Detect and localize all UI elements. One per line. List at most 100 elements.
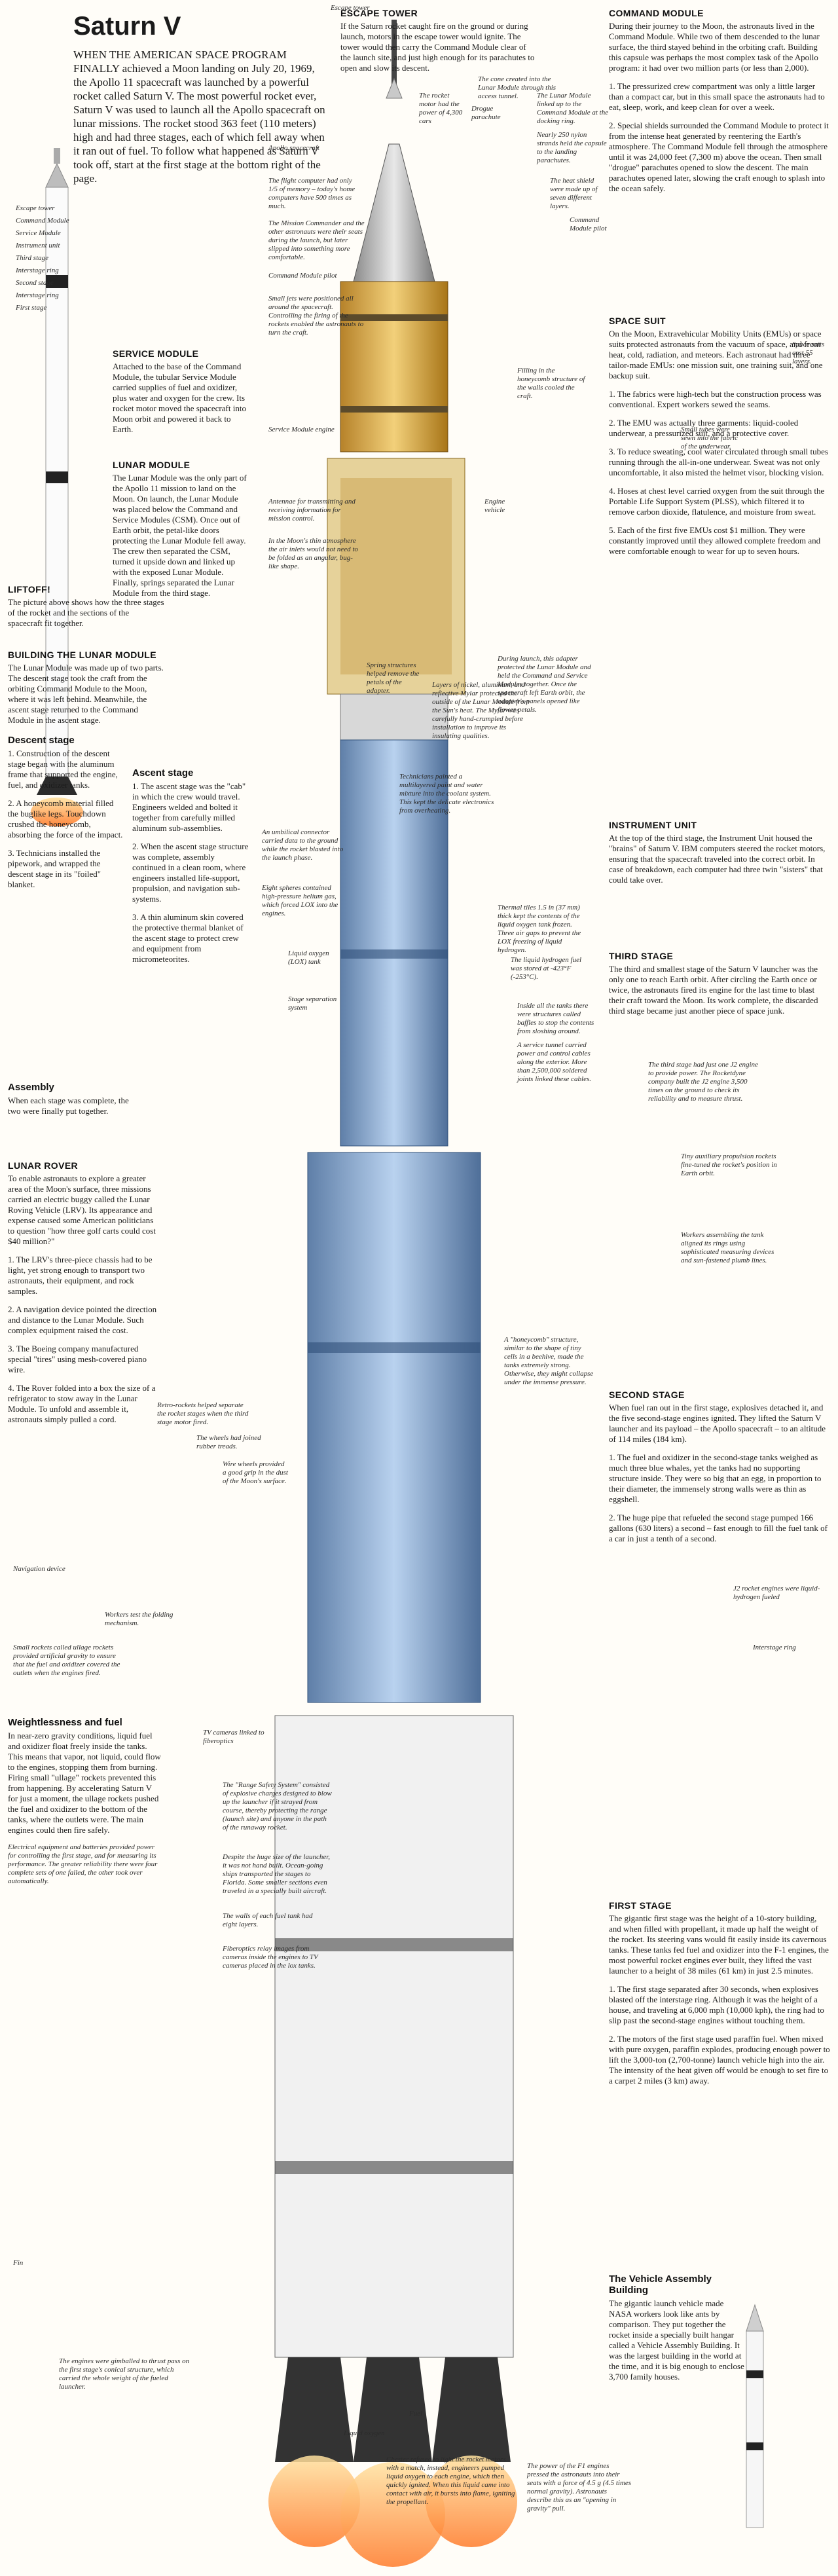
retro-rockets-label: Retro-rockets helped separate the rocket…: [157, 1401, 249, 1426]
flight-computer-label: The flight computer had only 1/5 of memo…: [268, 177, 355, 210]
descent-item-2: 2. A honeycomb material filled the bugli…: [8, 798, 123, 839]
space-suit-item-3: 3. To reduce sweating, cool water circul…: [609, 447, 828, 477]
callout-wheels: The wheels had joined rubber treads.: [196, 1434, 262, 1451]
cm-pilot-label: Command Module pilot: [268, 272, 337, 280]
left-diagram-labels: Escape tower Command Module Service Modu…: [16, 204, 107, 316]
sm-engine-label: Service Module engine: [268, 426, 335, 433]
callout-during-launch: During launch, this adapter protected th…: [498, 655, 596, 714]
callout-fiberoptics: Fiberoptics relay images from cameras in…: [223, 1945, 334, 1970]
building-lm-text: The Lunar Module was made up of two part…: [8, 663, 164, 725]
honeycomb-second-label: A "honeycomb" structure, similar to the …: [504, 1336, 594, 1386]
descent-stage-title: Descent stage: [8, 735, 75, 746]
left-column: Saturn V WHEN THE AMERICAN SPACE PROGRAM…: [8, 8, 325, 1885]
space-suit-section: SPACE SUIT On the Moon, Extravehicular M…: [609, 316, 830, 564]
callout-liquid-hydrogen: The liquid hydrogen fuel was stored at -…: [511, 956, 589, 982]
descent-item-1: 1. Construction of the descent stage beg…: [8, 748, 118, 790]
callout-engine-vehicle: Engine vehicle: [484, 498, 524, 515]
callout-service-tunnel: A service tunnel carried power and contr…: [517, 1041, 596, 1084]
lunar-rover-title: LUNAR ROVER: [8, 1160, 79, 1171]
space-suit-title: SPACE SUIT: [609, 316, 666, 326]
liftoff-title: LIFTOFF!: [8, 584, 51, 595]
callout-escape-tower-small: Escape tower: [331, 4, 383, 12]
callout-cm-pilot-right: Command Module pilot: [570, 216, 609, 233]
rocket-motor-power-label: The rocket motor had the power of 4,300 …: [419, 92, 463, 125]
weightlessness-title: Weightlessness and fuel: [8, 1717, 122, 1728]
engines-gimballed-label: The engines were gimballed to thrust pas…: [59, 2357, 190, 2391]
callout-interstage-ring-right: Interstage ring: [753, 1644, 825, 1652]
callout-drogue: Drogue parachute: [471, 105, 524, 122]
space-suit-item-4: 4. Hoses at chest level carried oxygen f…: [609, 486, 825, 517]
layers-foil-label: Layers of nickel, aluminum, and reflecti…: [432, 681, 530, 740]
small-rockets-label: Small rockets called ullage rockets prov…: [13, 1644, 120, 1677]
mission-commander-label: The Mission Commander and the other astr…: [268, 219, 365, 261]
label-interstage-ring-2: Interstage ring: [16, 291, 59, 299]
callout-third-stage-engine: The third stage had just one J2 engine t…: [648, 1061, 759, 1103]
small-jets-label: Small jets were positioned all around th…: [268, 295, 364, 337]
lm-docking-label: The Lunar Module linked up to the Comman…: [537, 92, 609, 125]
lunar-module-title: LUNAR MODULE: [113, 460, 191, 470]
callout-liquid-oxygen: Liquid oxygen (LOX) tank: [288, 949, 340, 966]
workers-folding-label: Workers test the folding mechanism.: [105, 1611, 173, 1627]
callout-nav-system: Navigation device: [13, 1565, 105, 1573]
first-stage-title: FIRST STAGE: [609, 1900, 672, 1911]
assembly-section: Assembly When each stage was complete, t…: [8, 1082, 139, 1124]
liftoff-section: LIFTOFF! The picture above shows how the…: [8, 584, 165, 636]
antennae-label: Antennae for transmitting and receiving …: [268, 498, 355, 523]
callout-power-f1: The power of the F1 engines pressed the …: [527, 2462, 632, 2513]
command-module-item-2: 2. Special shields surrounded the Comman…: [609, 120, 829, 193]
lunar-module-section: LUNAR MODULE The Lunar Module was the on…: [113, 460, 250, 606]
f1-engines: [268, 2357, 517, 2567]
liquid-hydrogen-label: The liquid hydrogen fuel was stored at -…: [511, 956, 582, 981]
callout-thermal-tiles: Thermal tiles 1.5 in (37 mm) thick kept …: [498, 904, 589, 955]
callout-antennae: Antennae for transmitting and receiving …: [268, 498, 360, 523]
callout-despite-size: Despite the huge size of the launcher, i…: [223, 1853, 334, 1896]
callout-workers-assembling: Workers assembling the tank aligned its …: [681, 1231, 779, 1265]
callout-small-jets: Small jets were positioned all around th…: [268, 295, 367, 337]
callout-layers-foil: Layers of nickel, aluminum, and reflecti…: [432, 681, 530, 741]
callout-cone-inside: The cone created into the Lunar Module t…: [478, 75, 563, 101]
small-tubes-label: Small tubes were sewn into the fabric of…: [681, 426, 738, 451]
ascent-item-2: 2. When the ascent stage structure was c…: [132, 841, 249, 904]
callout-liquid-oxygen-bottom: Liquid oxygen: [344, 2429, 396, 2438]
baffles-label: Inside all the tanks there were structur…: [517, 1002, 594, 1035]
auxiliary-propulsion-label: Tiny auxiliary propulsion rockets fine-t…: [681, 1152, 777, 1177]
command-module-title: COMMAND MODULE: [609, 8, 704, 18]
space-suit-item-1: 1. The fabrics were high-tech but the co…: [609, 389, 822, 409]
fiberoptics-label: Fiberoptics relay images from cameras in…: [223, 1945, 318, 1970]
apollo-spacecraft-label: Apollo spacecraft: [268, 144, 319, 152]
lunar-rover-item-2: 2. A navigation device pointed the direc…: [8, 1304, 157, 1335]
callout-chester: Chester refused to light the rocket moto…: [386, 2456, 517, 2507]
walls-each-label: The walls of each fuel tank had eight la…: [223, 1912, 313, 1928]
honeycomb-structure-label: Filling in the honeycomb structure of th…: [517, 367, 585, 400]
callout-fuel: Fuel: [409, 2410, 448, 2418]
thermal-tiles-label: Thermal tiles 1.5 in (37 mm) thick kept …: [498, 904, 581, 954]
range-safety-label: The "Range Safety System" consisted of e…: [223, 1781, 332, 1831]
lunar-rover-section: LUNAR ROVER To enable astronauts to expl…: [8, 1160, 158, 1433]
callout-honeycomb-structure: Filling in the honeycomb structure of th…: [517, 367, 589, 401]
chester-label: Chester refused to light the rocket moto…: [386, 2456, 515, 2506]
drogue-label: Drogue parachute: [471, 105, 501, 121]
assembly-text: When each stage was complete, the two we…: [8, 1095, 129, 1116]
j2-engines-label: J2 rocket engines were liquid-hydrogen f…: [733, 1585, 820, 1601]
label-command-module: Command Module: [16, 217, 69, 225]
second-stage-item-1: 1. The fuel and oxidizer in the second-s…: [609, 1452, 822, 1504]
first-stage-item-2: 2. The motors of the first stage used pa…: [609, 2034, 830, 2086]
command-module-section: COMMAND MODULE During their journey to t…: [609, 8, 830, 202]
callout-fin: Fin: [13, 2259, 52, 2268]
first-stage-text: The gigantic first stage was the height …: [609, 1913, 829, 1976]
despite-size-label: Despite the huge size of the launcher, i…: [223, 1853, 331, 1895]
instrument-unit-text: At the top of the third stage, the Instr…: [609, 833, 826, 885]
moons-atmosphere-label: In the Moon's thin atmosphere the air in…: [268, 537, 358, 570]
callout-small-tubes: Small tubes were sewn into the fabric of…: [681, 426, 740, 451]
callout-range-safety: The "Range Safety System" consisted of e…: [223, 1781, 334, 1832]
cone-inside-label: The cone created into the Lunar Module t…: [478, 75, 556, 100]
lunar-rover-item-4: 4. The Rover folded into a box the size …: [8, 1383, 156, 1424]
callout-retro-rockets: Retro-rockets helped separate the rocket…: [157, 1401, 249, 1427]
label-third-stage: Third stage: [16, 254, 49, 262]
label-service-module: Service Module: [16, 229, 61, 237]
label-escape-tower: Escape tower: [16, 204, 55, 212]
callout-rocket-motor-power: The rocket motor had the power of 4,300 …: [419, 92, 465, 126]
callout-sm-engine: Service Module engine: [268, 426, 347, 434]
callout-stage-separation: Stage separation system: [288, 995, 340, 1012]
